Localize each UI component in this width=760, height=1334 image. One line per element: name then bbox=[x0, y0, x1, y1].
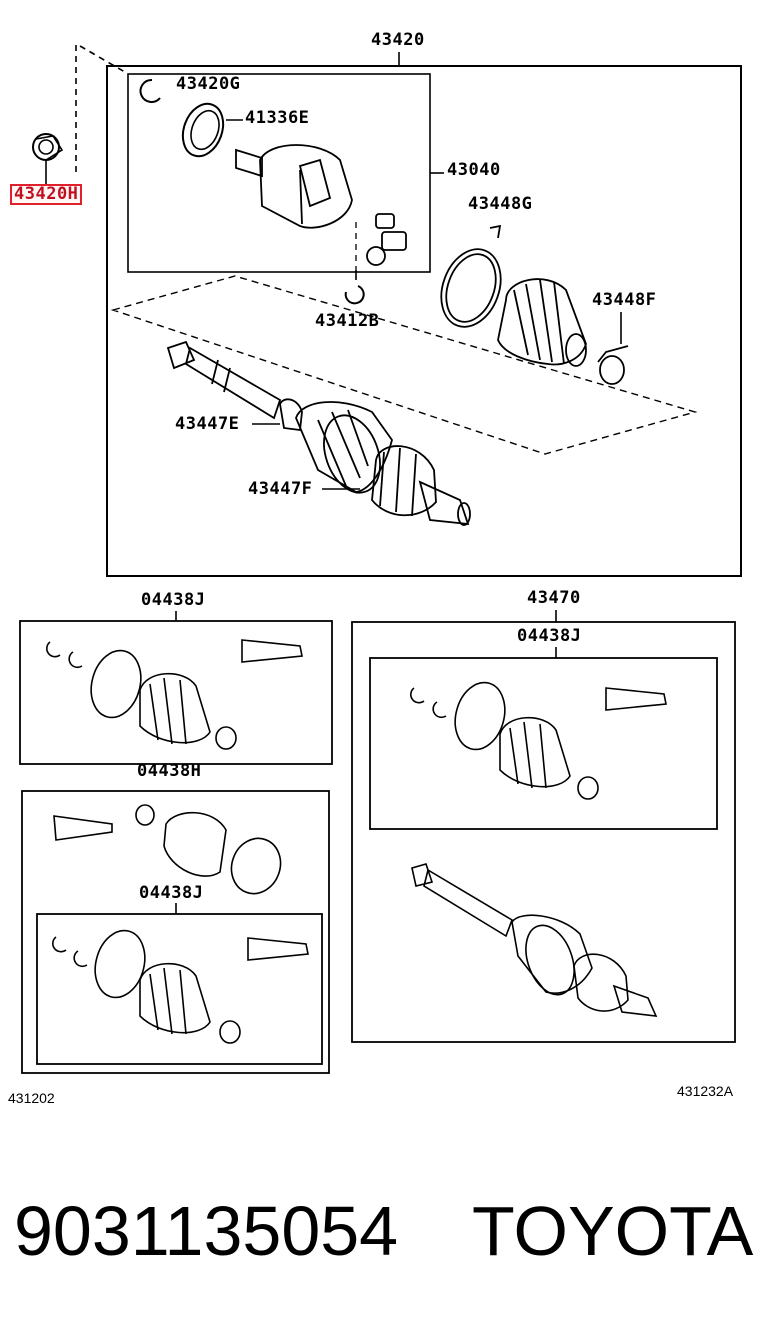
kit-frame-right-outer bbox=[351, 621, 736, 1043]
label-kit-right: 04438J bbox=[517, 626, 582, 646]
boot-clamp-small-icon bbox=[597, 345, 629, 385]
label-43420: 43420 bbox=[371, 30, 425, 50]
snap-ring-icon bbox=[139, 78, 161, 103]
kit-frame-right-inner bbox=[369, 657, 718, 830]
cv-joint-housing-icon bbox=[235, 144, 353, 229]
boot-clamp-large-icon bbox=[440, 224, 502, 328]
label-kit-left-mid: 04438H bbox=[137, 761, 202, 781]
bearing-icon bbox=[32, 133, 64, 161]
snap-ring-b-icon bbox=[344, 285, 365, 305]
tripod-icon bbox=[355, 213, 407, 278]
label-kit-left-top: 04438J bbox=[141, 590, 206, 610]
label-43420h-highlighted[interactable]: 43420H bbox=[10, 184, 83, 205]
label-43447e: 43447E bbox=[175, 414, 240, 434]
kit-parts-left-mid bbox=[53, 804, 282, 895]
diagram-code-right: 431232A bbox=[677, 1083, 734, 1099]
main-assembly-frame bbox=[106, 65, 742, 577]
inner-joint-frame bbox=[127, 73, 431, 273]
part-number: 9031135054 bbox=[14, 1192, 399, 1270]
label-43470: 43470 bbox=[527, 588, 581, 608]
drive-shaft-right-icon bbox=[411, 863, 658, 1017]
label-43412b: 43412B bbox=[315, 311, 380, 331]
label-43448f: 43448F bbox=[592, 290, 657, 310]
diagram-code-left: 431202 bbox=[8, 1090, 55, 1106]
label-41336e: 41336E bbox=[245, 108, 310, 128]
kit-parts-left-inner bbox=[52, 929, 309, 1044]
kit-frame-left-mid bbox=[21, 790, 330, 1074]
label-kit-left-inner: 04438J bbox=[139, 883, 204, 903]
label-43447f: 43447F bbox=[248, 479, 313, 499]
boot-icon bbox=[497, 278, 587, 367]
kit-parts-left-top bbox=[46, 639, 303, 750]
kit-frame-left-inner bbox=[36, 913, 323, 1065]
brand-name: TOYOTA bbox=[472, 1192, 754, 1270]
seal-icon bbox=[181, 102, 225, 158]
label-43448g: 43448G bbox=[468, 194, 533, 214]
label-43420g: 43420G bbox=[176, 74, 241, 94]
drive-shaft-icon bbox=[166, 340, 471, 526]
label-43040: 43040 bbox=[447, 160, 501, 180]
kit-parts-right bbox=[410, 681, 667, 800]
